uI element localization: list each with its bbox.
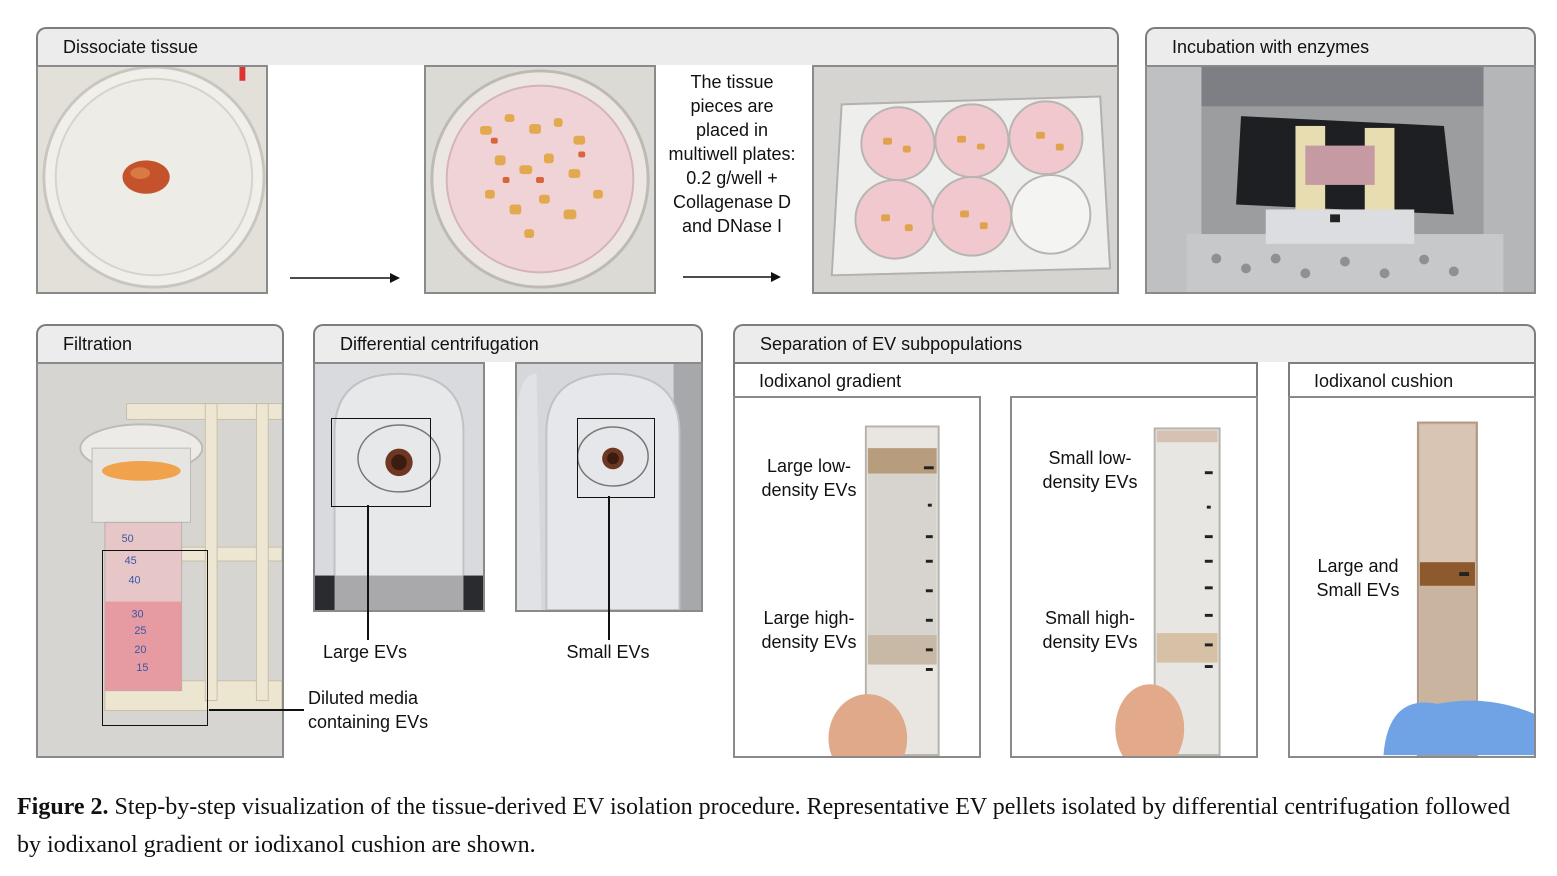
arrow-to-multiwell — [683, 269, 783, 285]
dissociate-tissue-header: Dissociate tissue — [36, 27, 1119, 65]
figure-caption: Figure 2. Step-by-step visualization of … — [17, 788, 1537, 864]
large-ev-pellet-photo — [313, 362, 485, 612]
small-evs-label: Small EVs — [566, 642, 650, 662]
figure-label: Figure 2. — [17, 794, 109, 820]
svg-text:20: 20 — [134, 644, 146, 656]
filtration-title: Filtration — [63, 334, 133, 354]
cushion-header: Iodixanol cushion — [1288, 362, 1536, 398]
small-ev-highlight-box — [577, 418, 655, 498]
large-and-small-evs-label: Large and Small EVs — [1316, 556, 1400, 600]
large-gradient-tube-image — [828, 425, 940, 756]
svg-text:50: 50 — [122, 533, 134, 545]
large-ev-connector — [367, 505, 369, 640]
multiwell-note: The tissue pieces are placed in multiwel… — [668, 72, 796, 236]
svg-text:15: 15 — [136, 662, 148, 674]
gradient-header: Iodixanol gradient — [733, 362, 1258, 398]
tissue-dish-photo — [36, 65, 268, 294]
svg-text:30: 30 — [131, 608, 143, 620]
centrifugation-header: Differential centrifugation — [313, 324, 703, 362]
svg-text:25: 25 — [134, 625, 146, 637]
incubation-header: Incubation with enzymes — [1145, 27, 1536, 65]
large-evs-label: Large EVs — [322, 642, 408, 662]
tissue-pieces-dish-photo — [424, 65, 656, 294]
filtration-highlight-box — [102, 550, 208, 726]
svg-text:45: 45 — [125, 555, 137, 567]
small-ev-connector — [608, 496, 610, 640]
small-low-density-label: Small low-density EVs — [1042, 448, 1138, 492]
large-gradient-panel: Large low-density EVs Large high-density… — [733, 396, 981, 758]
large-ev-highlight-box — [331, 418, 431, 507]
filtration-header: Filtration — [36, 324, 284, 362]
incubation-title: Incubation with enzymes — [1172, 37, 1370, 57]
figure-caption-text: Step-by-step visualization of the tissue… — [17, 794, 1511, 858]
cushion-tube-image — [1383, 421, 1534, 756]
arrow-to-pieces — [290, 270, 402, 286]
cushion-title: Iodixanol cushion — [1314, 371, 1454, 391]
filtration-connector — [209, 709, 304, 711]
large-low-density-label: Large low-density EVs — [761, 456, 857, 500]
cushion-panel: Large and Small EVs — [1288, 396, 1536, 758]
small-gradient-tube-image — [1115, 427, 1221, 756]
gradient-title: Iodixanol gradient — [759, 371, 902, 391]
separation-title: Separation of EV subpopulations — [760, 334, 1023, 354]
centrifugation-title: Differential centrifugation — [340, 334, 539, 354]
diluted-media-label: Diluted media containing EVs — [308, 688, 429, 732]
incubator-shaker-photo — [1145, 65, 1536, 294]
small-high-density-label: Small high-density EVs — [1042, 608, 1138, 652]
multiwell-plate-photo — [812, 65, 1119, 294]
small-gradient-panel: Small low-density EVs Small high-density… — [1010, 396, 1258, 758]
separation-header: Separation of EV subpopulations — [733, 324, 1536, 362]
filtration-tube-photo: 50 45 40 30 25 20 15 — [36, 362, 284, 758]
svg-text:40: 40 — [129, 575, 141, 587]
dissociate-tissue-title: Dissociate tissue — [63, 37, 199, 57]
large-high-density-label: Large high-density EVs — [761, 608, 857, 652]
